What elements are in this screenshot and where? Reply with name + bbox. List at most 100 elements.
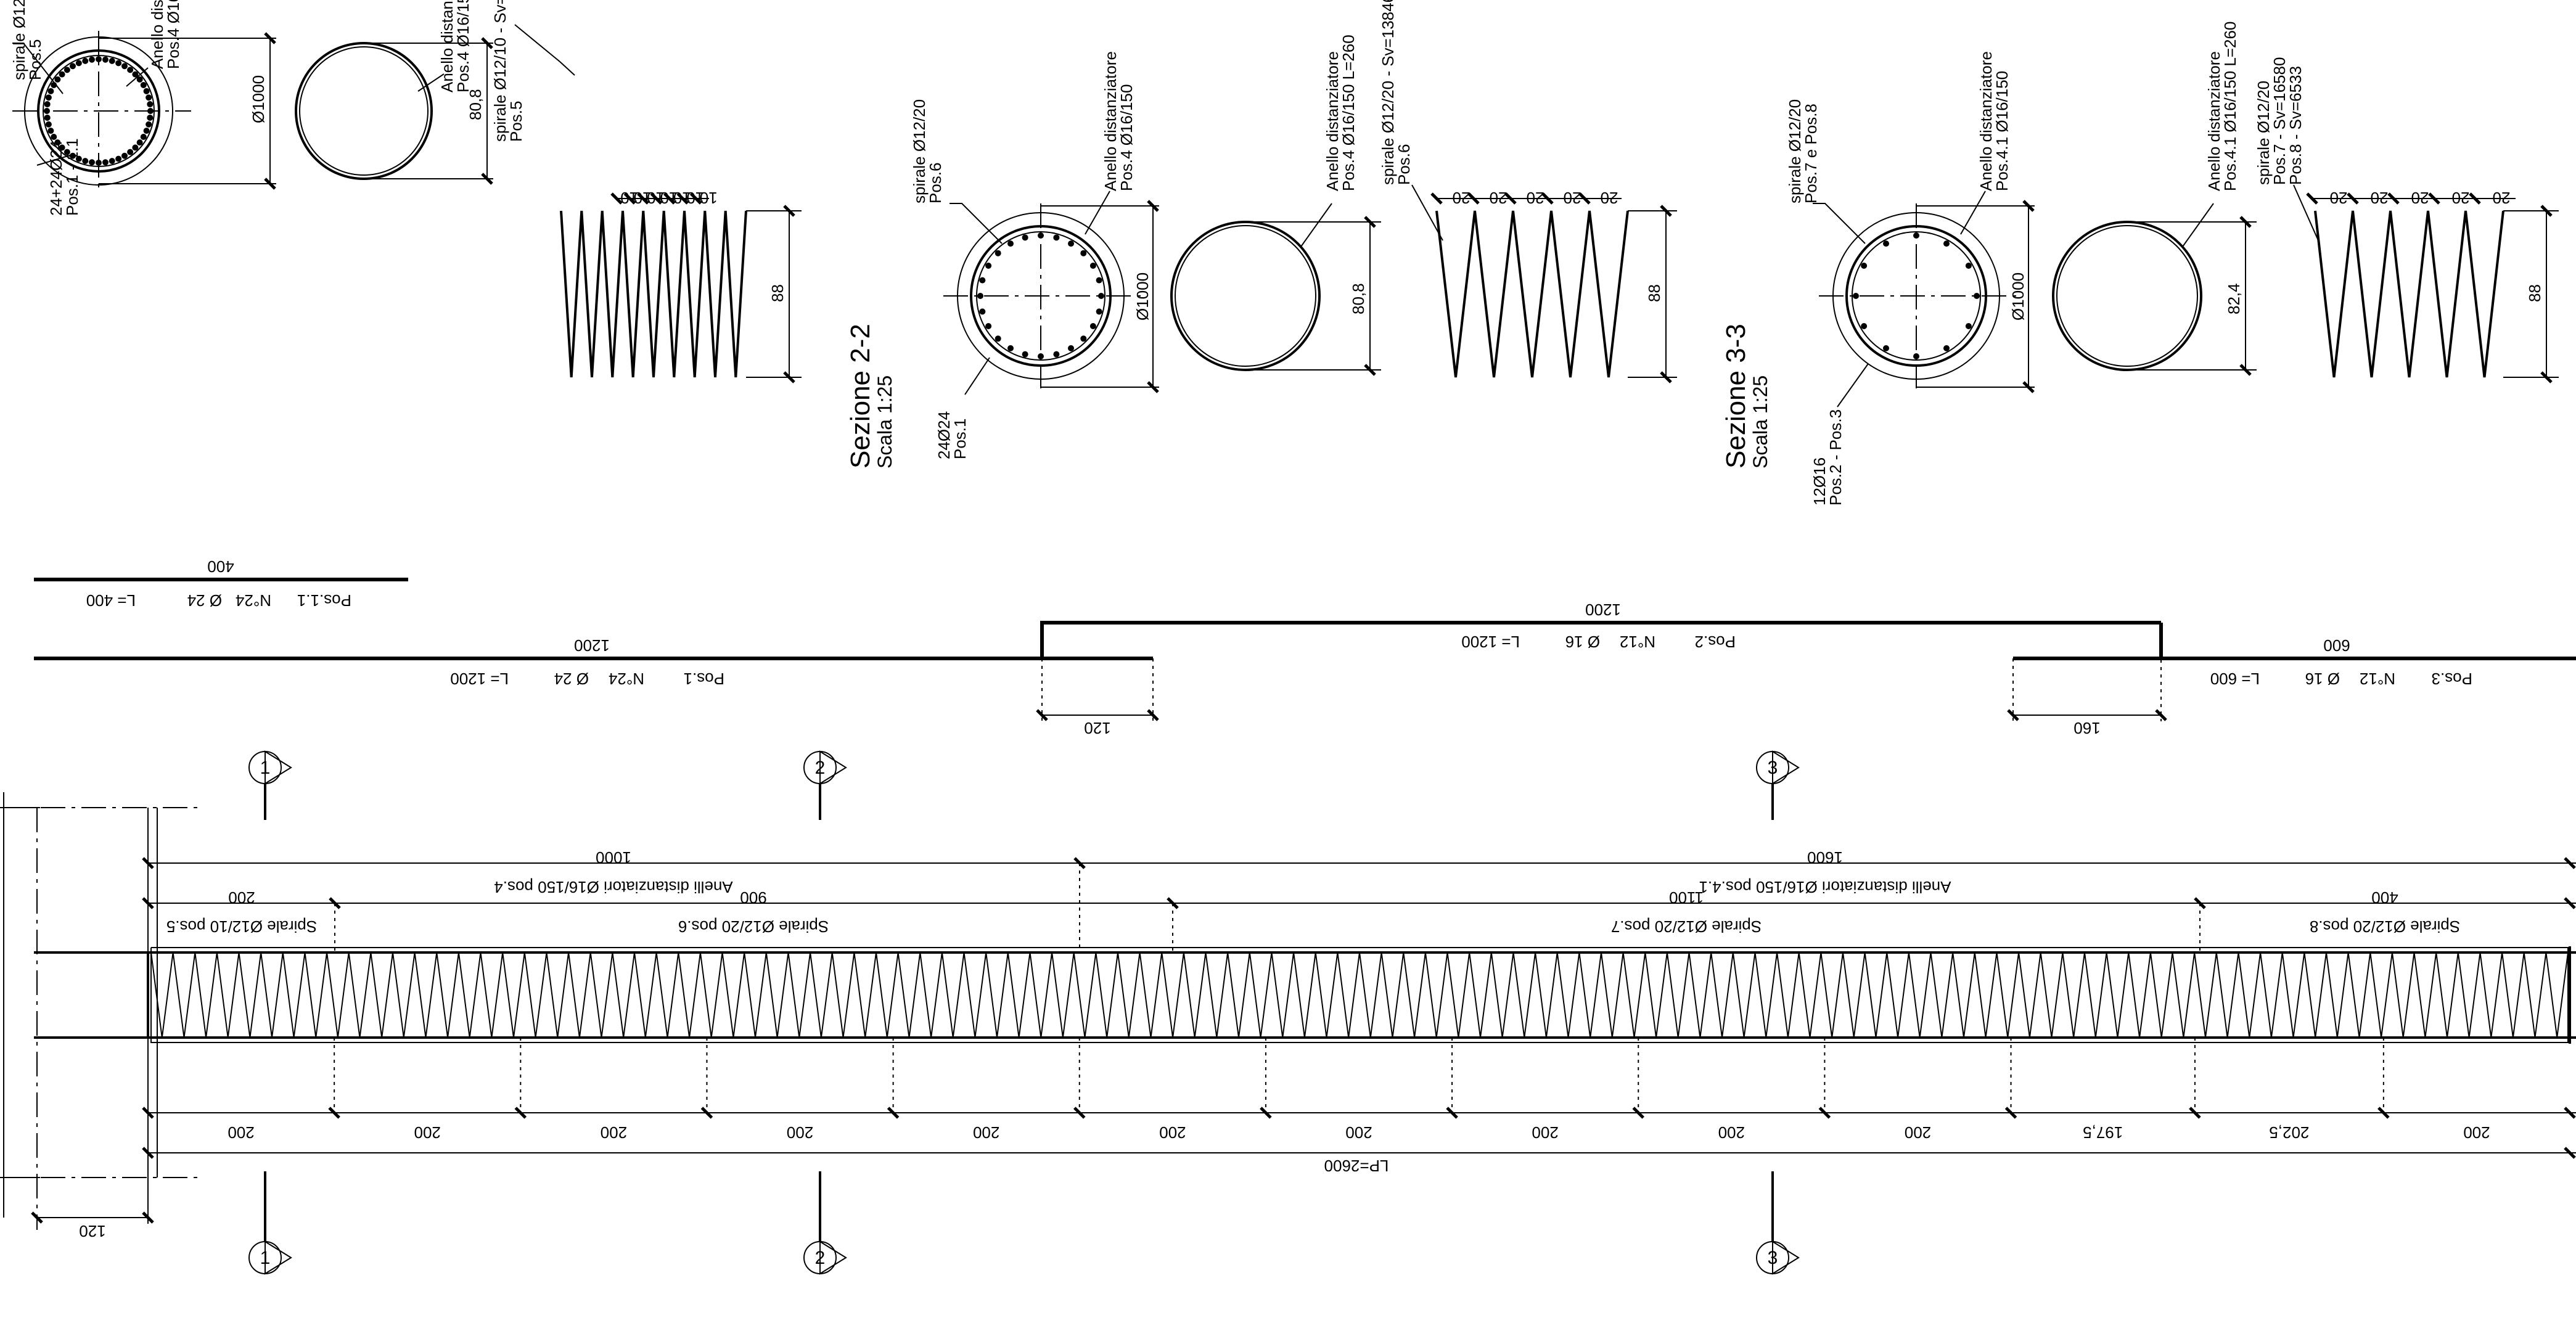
rebar-dot (1943, 345, 1950, 351)
rebar-dot (140, 134, 147, 140)
rebar-dot (45, 94, 52, 101)
rebar-dot (985, 323, 992, 329)
rebar-dot (979, 308, 986, 315)
rebar-dot (82, 158, 89, 165)
rebar-dot (995, 335, 1001, 342)
rebar-dot (109, 158, 115, 165)
section-3-3-spiral-detail: spirale Ø12/20 Pos.7 - Sv=16580 Pos.8 - … (2254, 57, 2559, 383)
rings-dimensions: 1000 Anelli distanziatori Ø16/150 pos.4 … (142, 848, 2576, 952)
rebar-dot (1974, 293, 1980, 299)
rebar-dot (1068, 345, 1074, 351)
section-3-3-ring-detail: Anello distanziatore Pos.4.1 Ø16/150 L=2… (2052, 22, 2257, 376)
spiral-detail-2-pos: Pos.6 (1395, 144, 1413, 186)
segment-dim: 200 (414, 1123, 441, 1142)
bar-pos-3-dia: Ø 16 (2305, 670, 2340, 688)
spiral-pos6-dim: 900 (740, 888, 766, 907)
rebar-dot (54, 139, 61, 146)
section-1-1-spiral-label: spirale Ø12/10 (10, 0, 28, 80)
svg-text:1: 1 (260, 1248, 271, 1268)
rebar-dot (132, 144, 139, 151)
spiral-detail-1-pos: Pos.5 (507, 101, 525, 142)
segment-dim: 200 (601, 1123, 627, 1142)
rebar-dot (96, 160, 102, 166)
bar-pos-2: 1200 Pos.2 N°12 Ø 16 L= 1200 120 (1036, 600, 2161, 737)
section-3-3-circle (1819, 203, 2016, 388)
rebar-dot (1089, 263, 1096, 269)
elevation-offset: 120 (79, 1222, 105, 1240)
segment-dim: 200 (1159, 1123, 1186, 1142)
rebar-dot (109, 57, 115, 64)
pitch-label: 20 (2493, 189, 2511, 207)
rebar-dot (1913, 353, 1919, 359)
pitch-label: 20 (2330, 189, 2348, 207)
section-2-2-ring-detail: Anello distanziatore Pos.4 Ø16/150 L=260… (1170, 35, 1381, 376)
ring-detail-2-label: Anello distanziatore (1323, 51, 1342, 191)
spirals-dimensions: 200 Spirale Ø12/10 pos.5 900 Spirale Ø12… (142, 888, 2576, 952)
rebar-dot (64, 67, 70, 73)
rebar-dot (1053, 351, 1060, 358)
rebar-dot (1080, 335, 1087, 342)
section-1-1-ring-pos: Pos.4 Ø16/150 (164, 0, 183, 69)
rebar-dot (1038, 353, 1044, 359)
section-3-3-title: Sezione 3-3 (1721, 324, 1751, 469)
section-2-2-circle (943, 203, 1141, 388)
rebar-dot (75, 155, 82, 162)
rebar-dot (132, 71, 139, 78)
cut-marker-2: 2 (803, 750, 847, 820)
rebar-dot (147, 114, 154, 121)
rebar-dot (1007, 240, 1014, 247)
rebar-dot (146, 94, 152, 101)
section-3-3-bars-pos: Pos.2 - Pos.3 (1826, 409, 1845, 506)
pitch-label: 20 (1564, 189, 1581, 207)
rebar-dot (115, 155, 122, 162)
ring-detail-1-label: Anello distanziatore (438, 0, 456, 92)
section-2-2-title: Sezione 2-2 (845, 324, 876, 469)
section-3-3-spiral-pos: Pos.7 e Pos.8 (1802, 104, 1820, 203)
section-1-1-diameter: Ø1000 (249, 75, 268, 123)
spiral-pos5-label: Spirale Ø12/10 pos.5 (166, 917, 317, 936)
rebar-dot (121, 63, 128, 70)
section-1-1-circle (12, 31, 191, 191)
bar-pos-1-dia: Ø 24 (554, 670, 589, 688)
bar-pos-2-count: N°12 (1620, 633, 1655, 651)
section-1-1-bars-label: 24+24Ø24 (47, 141, 65, 216)
spiral-detail-3-pos8: Pos.8 - Sv=6533 (2286, 66, 2305, 185)
rebar-dot (995, 250, 1001, 256)
segment-dim: 200 (2463, 1123, 2490, 1142)
svg-text:1: 1 (260, 758, 271, 778)
rings-pos41-dim: 1600 (1807, 848, 1843, 867)
bar-pos-2-pos: Pos.2 (1695, 633, 1736, 651)
elevation-spiral (150, 952, 2569, 1038)
rebar-dot (1098, 293, 1104, 299)
bar-pos-1-1-dia: Ø 24 (187, 591, 222, 610)
rebar-dot (1022, 351, 1028, 358)
pitch-label: 20 (1453, 189, 1471, 207)
section-1-1-ring-detail: Anello distanziatore Pos.4 Ø16/150 L=260… (295, 0, 493, 185)
cut-marker-3: 3 (1756, 750, 1800, 820)
section-2-2-spiral-label: spirale Ø12/20 (910, 99, 929, 203)
segment-dim: 200 (1532, 1123, 1558, 1142)
cut-marker-3: 3 (1756, 1171, 1800, 1275)
rebar-dot (147, 108, 154, 114)
pitch-label: 10 (700, 189, 718, 207)
spiral-detail-3-dim: 88 (2525, 284, 2544, 302)
rebar-dot (89, 159, 96, 166)
spiral-pos8-dim: 400 (2371, 888, 2398, 907)
spiral-detail-2-dim: 88 (1645, 284, 1663, 302)
svg-text:3: 3 (1768, 1248, 1778, 1268)
ring-detail-2-pos: Pos.4 Ø16/150 L=260 (1339, 35, 1358, 191)
rebar-dot (127, 149, 134, 155)
rebar-dot (96, 56, 102, 62)
rebar-dot (140, 82, 147, 88)
ring-leader (126, 67, 149, 87)
section-2-2: Sezione 2-2 Scala 1:25 spirale Ø12/20 Po… (845, 0, 1677, 469)
section-2-2-scale: Scala 1:25 (874, 375, 896, 469)
rebar-dot (1096, 277, 1102, 284)
rings-pos4-label: Anelli distanziatori Ø16/150 pos.4 (494, 878, 732, 896)
section-2-2-spiral-pos: Pos.6 (926, 163, 945, 204)
bar-pos-3-length: L= 600 (2210, 670, 2260, 688)
pitch-label: 20 (1490, 189, 1507, 207)
section-1-1-ring-label: Anello distanziatore (148, 0, 166, 69)
bar-pos-1-1: 400 Pos.1.1 N°24 Ø 24 L= 400 (34, 557, 408, 610)
section-2-2-ring-label: Anello distanziatore (1101, 51, 1120, 191)
